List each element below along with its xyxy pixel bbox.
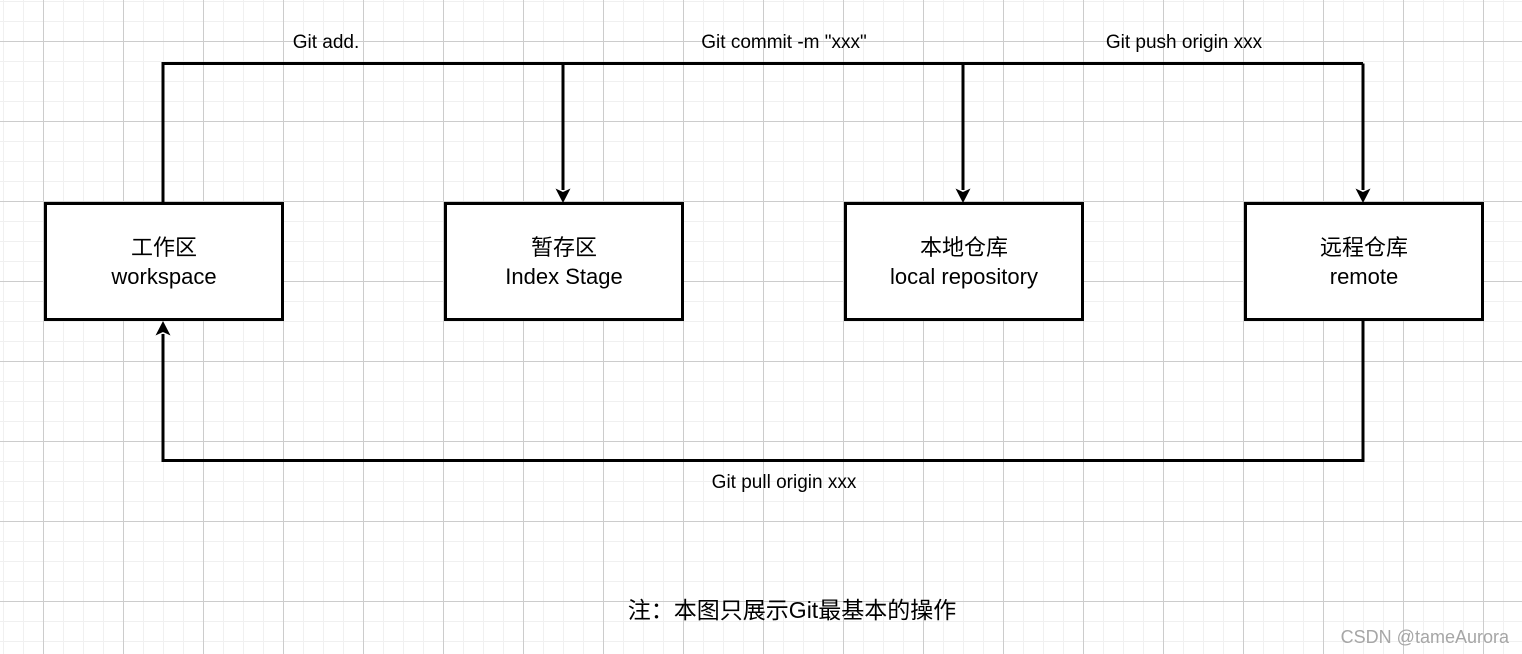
node-local-repository-title-zh: 本地仓库 bbox=[919, 234, 1008, 260]
node-workspace: 工作区 workspace bbox=[44, 202, 284, 321]
node-remote-title-en: remote bbox=[1329, 263, 1399, 289]
edge-label-git-add: Git add. bbox=[292, 32, 360, 53]
edge-label-git-push: Git push origin xxx bbox=[1105, 32, 1263, 53]
node-remote-title-zh: 远程仓库 bbox=[1319, 234, 1408, 260]
edge-label-git-commit: Git commit -m "xxx" bbox=[701, 32, 867, 53]
node-index-stage-title-en: Index Stage bbox=[505, 263, 623, 289]
node-workspace-title-zh: 工作区 bbox=[130, 234, 197, 260]
edge-top-route bbox=[161, 62, 1363, 203]
node-workspace-title-en: workspace bbox=[111, 263, 217, 289]
edge-label-git-pull: Git pull origin xxx bbox=[711, 472, 857, 493]
arrowhead-down-index-stage bbox=[555, 188, 571, 203]
node-index-stage-title-zh: 暂存区 bbox=[530, 234, 597, 260]
edge-pull-route bbox=[161, 320, 1365, 462]
node-index-stage: 暂存区 Index Stage bbox=[444, 202, 684, 321]
arrowhead-down-remote bbox=[1355, 188, 1371, 203]
arrowhead-up-workspace bbox=[155, 321, 171, 336]
csdn-watermark: CSDN @tameAurora bbox=[1340, 627, 1509, 647]
arrowhead-down-local-repository bbox=[955, 188, 971, 203]
node-local-repository-title-en: local repository bbox=[890, 263, 1038, 289]
node-local-repository: 本地仓库 local repository bbox=[844, 202, 1084, 321]
diagram-note: 注：本图只展示Git最基本的操作 bbox=[627, 597, 957, 623]
node-remote: 远程仓库 remote bbox=[1244, 202, 1484, 321]
